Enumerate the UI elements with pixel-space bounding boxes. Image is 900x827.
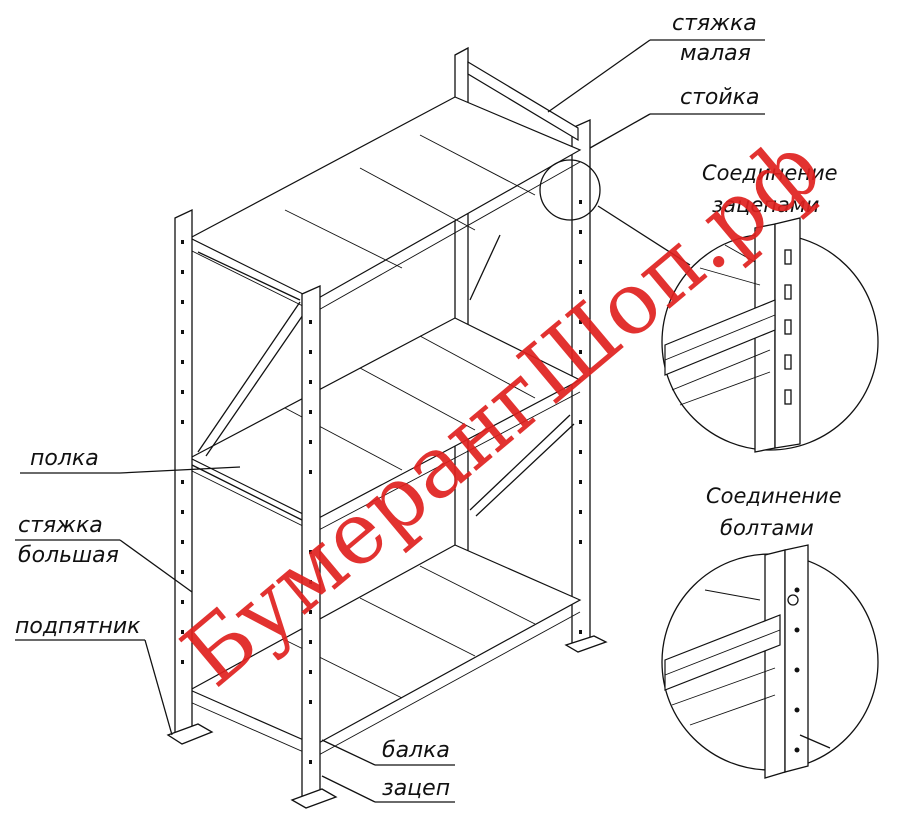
- holes-front-right: [309, 320, 312, 764]
- foot-plate-back-right: [564, 635, 608, 653]
- label-balka: балка: [382, 738, 450, 763]
- leader-lines: [15, 39, 765, 803]
- label-styazhka-malaya-1: стяжка: [672, 11, 757, 36]
- tie-large: [191, 464, 303, 521]
- label-soedinenie-zatsepami-2: зацепами: [712, 193, 819, 217]
- label-zatsep: зацеп: [382, 776, 450, 801]
- label-soedinenie-boltami-2: болтами: [720, 516, 814, 540]
- label-styazhka-bolshaya-1: стяжка: [18, 513, 103, 538]
- label-styazhka-bolshaya-2: большая: [18, 543, 119, 568]
- label-soedinenie-boltami-1: Соединение: [706, 484, 842, 508]
- tie-small-top: [467, 60, 579, 142]
- labels: стяжка малая стойка Соединение зацепами …: [15, 11, 842, 801]
- shelf-top: [188, 96, 582, 301]
- brace-left-1: [197, 301, 301, 453]
- shelf-bottom: [188, 544, 582, 746]
- label-stoyka: стойка: [680, 85, 759, 110]
- label-styazhka-malaya-2: малая: [680, 41, 751, 66]
- label-polka: полка: [30, 446, 99, 471]
- label-soedinenie-zatsepami-1: Соединение: [702, 161, 838, 185]
- label-podpyatnik: подпятник: [15, 614, 141, 639]
- detail-bolt-connection: [661, 544, 879, 779]
- brace-right-1: [469, 234, 501, 301]
- brace-right-2: [469, 414, 571, 511]
- brace-left-2: [197, 251, 301, 301]
- foot-plate-front-right: [290, 788, 338, 809]
- holes-back-right: [579, 200, 582, 634]
- detail-hook-connection: [597, 205, 879, 453]
- holes-front-left: [181, 240, 184, 664]
- shelf-middle: [188, 317, 582, 521]
- detail-marker-circle: [539, 159, 601, 221]
- rack-drawing: [166, 46, 608, 809]
- foot-plate-front-left: [166, 723, 214, 745]
